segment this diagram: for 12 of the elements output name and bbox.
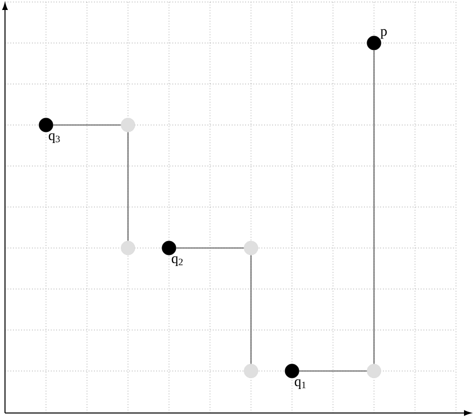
connector-line: [250, 254, 252, 364]
connector-line: [52, 124, 122, 126]
point-label: q$_{1}$: [294, 379, 306, 389]
point-label: q$_{3}$: [48, 133, 60, 143]
projection-point: [244, 240, 258, 256]
connector-line: [298, 370, 368, 372]
projection-point: [366, 364, 382, 378]
projection-point: [120, 240, 136, 256]
point-label: q$_{2}$: [172, 256, 183, 266]
projection-point: [120, 118, 136, 132]
projection-point: [244, 364, 258, 378]
point-label: p: [380, 29, 387, 39]
